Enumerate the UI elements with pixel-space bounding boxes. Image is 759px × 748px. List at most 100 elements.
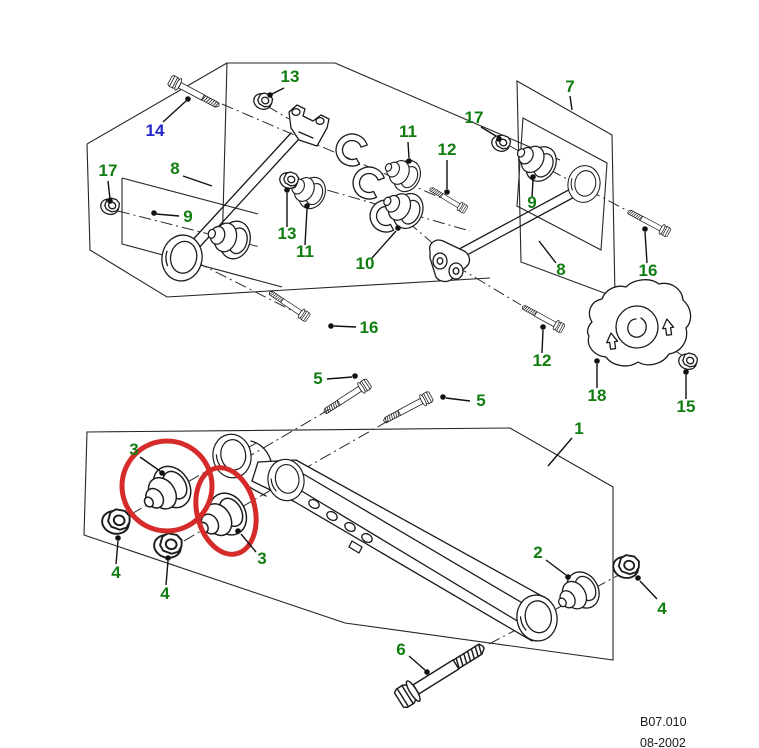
callout-dot-12 bbox=[444, 189, 450, 195]
callout-dot-17 bbox=[107, 198, 113, 204]
callout-leader-12 bbox=[541, 329, 544, 354]
callout-leader-9 bbox=[531, 179, 534, 199]
callout-dot-4 bbox=[165, 555, 171, 561]
callout-9-4: 9 bbox=[183, 207, 192, 226]
callout-dot-15 bbox=[683, 369, 689, 375]
callout-12-16: 12 bbox=[533, 351, 552, 370]
callout-leader-2 bbox=[545, 559, 567, 576]
callout-leader-17 bbox=[480, 126, 497, 137]
callout-dot-13 bbox=[267, 92, 273, 98]
bolt-6 bbox=[392, 636, 491, 711]
callout-2-26: 2 bbox=[533, 543, 542, 562]
callout-dot-13 bbox=[284, 187, 290, 193]
callout-leader-16 bbox=[644, 231, 648, 264]
callout-17-2: 17 bbox=[99, 161, 118, 180]
bush-3-left bbox=[132, 458, 200, 524]
callout-dot-17 bbox=[496, 136, 502, 142]
callout-16-14: 16 bbox=[639, 261, 658, 280]
callout-dot-18 bbox=[594, 358, 600, 364]
callout-13-1: 13 bbox=[281, 67, 300, 86]
callout-leader-3 bbox=[240, 533, 257, 553]
callout-1-19: 1 bbox=[574, 419, 583, 438]
callout-leader-9 bbox=[155, 213, 180, 217]
callout-leader-3 bbox=[139, 456, 161, 472]
callout-dot-9 bbox=[530, 174, 536, 180]
callout-14-0: 14 bbox=[146, 121, 165, 140]
clevis-bracket bbox=[288, 104, 330, 147]
callout-dot-3 bbox=[159, 470, 165, 476]
highlight-ring-1 bbox=[119, 438, 215, 534]
highlight-circles bbox=[119, 438, 259, 557]
callout-8-13: 8 bbox=[556, 260, 565, 279]
callout-dot-11 bbox=[406, 158, 412, 164]
bush-9-right bbox=[508, 134, 563, 188]
bush-9-left bbox=[202, 213, 256, 263]
bolt-12-upper bbox=[427, 183, 469, 215]
callout-leader-11 bbox=[304, 208, 308, 246]
callout-18-17: 18 bbox=[588, 386, 607, 405]
callout-13-5: 13 bbox=[278, 224, 297, 243]
callout-5-21: 5 bbox=[476, 391, 485, 410]
callout-11-6: 11 bbox=[296, 242, 314, 261]
drawing-number: B07.010 bbox=[640, 715, 687, 729]
callout-17-10: 17 bbox=[465, 108, 484, 127]
callout-leader-1 bbox=[547, 437, 573, 467]
callout-3-22: 3 bbox=[129, 440, 138, 459]
callout-dot-3 bbox=[235, 528, 241, 534]
callout-dot-5 bbox=[440, 394, 446, 400]
bolt-16-left bbox=[266, 287, 312, 323]
bolt-5-left bbox=[320, 377, 373, 418]
callout-7-11: 7 bbox=[565, 77, 574, 96]
callout-16-15: 16 bbox=[360, 318, 379, 337]
callout-dot-2 bbox=[565, 574, 571, 580]
bolt-16-right bbox=[625, 206, 672, 239]
strap-bracket-8b bbox=[429, 239, 471, 283]
callout-11-8: 11 bbox=[399, 122, 417, 141]
callout-leader-7 bbox=[569, 95, 573, 111]
callout-6-28: 6 bbox=[396, 640, 405, 659]
callout-dot-6 bbox=[424, 669, 430, 675]
callout-5-20: 5 bbox=[313, 369, 322, 388]
callout-dot-9 bbox=[151, 210, 157, 216]
callout-4-24: 4 bbox=[111, 563, 121, 582]
callout-dot-5 bbox=[352, 373, 358, 379]
callout-leader-14 bbox=[162, 100, 187, 123]
callout-dot-16 bbox=[642, 226, 648, 232]
callout-8-3: 8 bbox=[170, 159, 179, 178]
eye-end-arm8-left bbox=[157, 231, 207, 285]
callout-leader-13 bbox=[271, 87, 285, 95]
callout-15-18: 15 bbox=[677, 397, 696, 416]
callout-dot-11 bbox=[304, 203, 310, 209]
callout-leader-4 bbox=[639, 580, 658, 600]
callout-4-27: 4 bbox=[657, 599, 667, 618]
callout-leader-17 bbox=[107, 180, 111, 200]
callout-dot-4 bbox=[635, 575, 641, 581]
callout-dot-4 bbox=[115, 535, 121, 541]
mount-bracket-18 bbox=[586, 279, 692, 367]
bolt-5-right bbox=[380, 390, 435, 428]
callout-3-23: 3 bbox=[257, 549, 266, 568]
callout-dot-16 bbox=[328, 323, 334, 329]
drawing-date: 08-2002 bbox=[640, 736, 686, 748]
callout-dot-14 bbox=[185, 96, 191, 102]
callout-10-7: 10 bbox=[356, 254, 375, 273]
callout-leader-11 bbox=[407, 141, 410, 159]
trailing-arm bbox=[208, 430, 562, 645]
callout-leader-4 bbox=[115, 540, 119, 565]
callout-leader-6 bbox=[408, 655, 426, 671]
callout-leader-8 bbox=[538, 240, 557, 264]
callout-leader-5 bbox=[445, 397, 471, 402]
link-arm-8-right bbox=[449, 185, 581, 263]
callout-leader-5 bbox=[326, 376, 353, 380]
callout-dot-10 bbox=[395, 225, 401, 231]
callout-leader-8 bbox=[182, 175, 213, 187]
drawing-reference: B07.010 08-2002 bbox=[640, 712, 750, 748]
highlight-ring-2 bbox=[193, 465, 259, 557]
callout-dot-12 bbox=[540, 324, 546, 330]
callout-9-12: 9 bbox=[527, 193, 536, 212]
callout-leader-16 bbox=[333, 325, 357, 328]
callout-12-9: 12 bbox=[438, 140, 457, 159]
